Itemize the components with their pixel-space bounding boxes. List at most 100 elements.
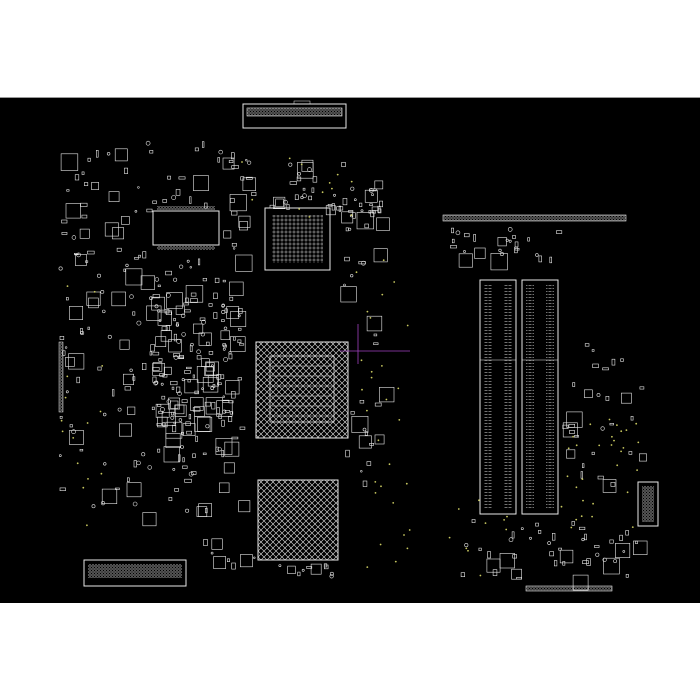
component	[75, 254, 87, 266]
component	[181, 378, 185, 382]
via	[620, 450, 622, 453]
dimm-slot-1[interactable]	[479, 279, 517, 515]
component	[514, 241, 519, 248]
component	[81, 171, 85, 175]
component	[173, 353, 180, 358]
component	[226, 306, 240, 319]
component	[329, 571, 334, 576]
component	[149, 296, 153, 300]
component	[134, 210, 138, 213]
component	[165, 421, 183, 439]
component	[341, 211, 354, 224]
via	[366, 310, 369, 313]
component	[125, 263, 129, 267]
component	[499, 252, 504, 257]
component	[162, 199, 167, 203]
component	[222, 399, 230, 403]
component	[487, 551, 491, 559]
via	[581, 478, 584, 480]
top-right-header[interactable]	[442, 214, 627, 222]
component	[369, 442, 374, 446]
component	[183, 302, 189, 306]
component	[348, 210, 354, 213]
component	[356, 212, 374, 230]
component	[562, 561, 566, 566]
component	[306, 566, 313, 569]
left-edge-header[interactable]	[58, 341, 64, 413]
component	[301, 568, 305, 572]
component	[189, 196, 192, 204]
component	[185, 285, 204, 303]
component	[508, 239, 512, 243]
component	[514, 246, 518, 254]
component	[119, 423, 133, 437]
component	[460, 572, 466, 578]
component	[547, 541, 551, 545]
component	[240, 176, 245, 181]
bottom-right-header[interactable]	[525, 585, 613, 592]
via	[448, 536, 451, 539]
component	[189, 266, 193, 269]
via	[575, 444, 578, 447]
component	[287, 565, 296, 575]
component	[106, 152, 111, 156]
component	[134, 257, 139, 260]
top-connector[interactable]	[242, 100, 347, 129]
component	[64, 346, 68, 349]
component	[87, 157, 91, 162]
left-ic[interactable]	[152, 206, 220, 250]
component	[213, 292, 218, 299]
component	[149, 150, 154, 154]
component	[157, 448, 161, 453]
via	[406, 547, 409, 550]
component	[127, 477, 130, 482]
component	[230, 311, 247, 327]
boardview-canvas[interactable]	[0, 97, 700, 603]
bga-chip-upper[interactable]	[264, 207, 331, 271]
component	[117, 407, 122, 412]
component	[80, 331, 85, 336]
component	[185, 297, 189, 303]
component	[181, 332, 186, 337]
pcb-layout[interactable]	[0, 98, 700, 603]
component	[549, 551, 554, 557]
component	[188, 414, 192, 420]
component	[221, 450, 224, 458]
component	[230, 336, 246, 352]
component	[288, 162, 293, 167]
component	[71, 235, 77, 240]
component	[174, 488, 179, 492]
component	[451, 227, 454, 234]
component	[230, 198, 235, 203]
bga-chip-lower[interactable]	[257, 479, 339, 561]
component	[204, 202, 208, 209]
cpu-socket[interactable]	[255, 341, 349, 439]
component	[210, 364, 214, 368]
dimm-slot-2[interactable]	[521, 279, 559, 515]
via	[300, 163, 303, 166]
component	[613, 559, 618, 564]
component	[310, 563, 322, 575]
component	[591, 451, 595, 455]
component	[176, 386, 181, 393]
component	[100, 289, 105, 294]
right-edge-connector[interactable]	[637, 481, 659, 527]
component	[223, 357, 228, 362]
component	[186, 366, 192, 370]
component	[538, 255, 542, 263]
bottom-left-connector[interactable]	[83, 559, 187, 587]
component	[138, 254, 141, 258]
via	[405, 482, 408, 485]
component	[194, 415, 211, 432]
component	[223, 462, 235, 474]
via	[87, 478, 89, 480]
component	[181, 399, 188, 404]
component	[145, 140, 151, 146]
component	[188, 471, 194, 477]
via	[66, 285, 69, 287]
component	[176, 338, 182, 344]
component	[231, 165, 239, 169]
component	[74, 174, 80, 181]
component	[569, 430, 575, 434]
component	[345, 449, 350, 458]
